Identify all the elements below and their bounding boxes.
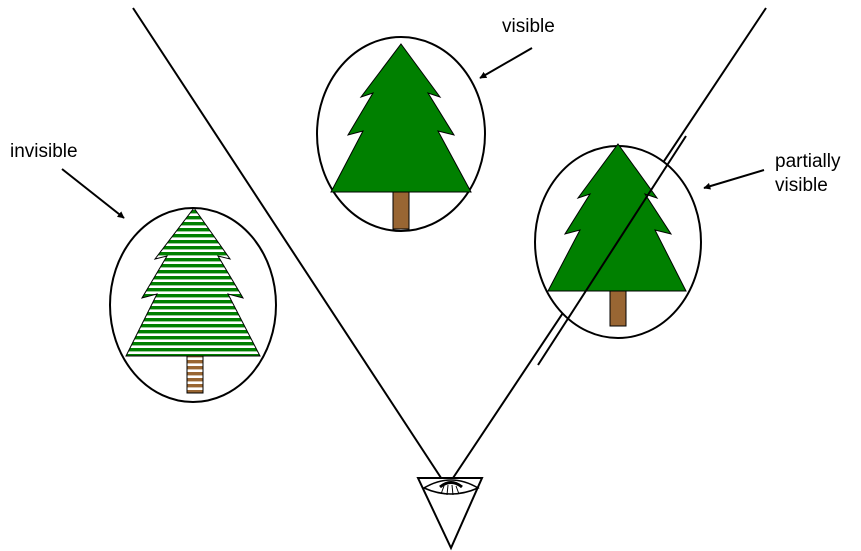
- invisible-tree-group: [109, 207, 277, 403]
- partially-visible-tree-group: [534, 135, 702, 366]
- frustum-edge-overlay: [537, 135, 687, 366]
- eye-icon: [416, 477, 484, 551]
- label-partially-line1: partially: [775, 151, 841, 172]
- tree-icon: [330, 43, 472, 193]
- arrow-icon: [703, 169, 765, 190]
- arrow-icon: [61, 168, 125, 219]
- arrow-icon: [479, 47, 533, 79]
- label-partially-line2: visible: [775, 175, 828, 196]
- tree-trunk-partial: [609, 290, 627, 327]
- tree-trunk-visible: [392, 191, 410, 230]
- label-visible: visible: [502, 16, 555, 37]
- label-invisible: invisible: [10, 141, 78, 162]
- tree-icon: [125, 207, 261, 357]
- frustum-left-line: [132, 7, 448, 488]
- visible-tree-group: [316, 36, 486, 232]
- tree-trunk-invisible: [186, 355, 204, 394]
